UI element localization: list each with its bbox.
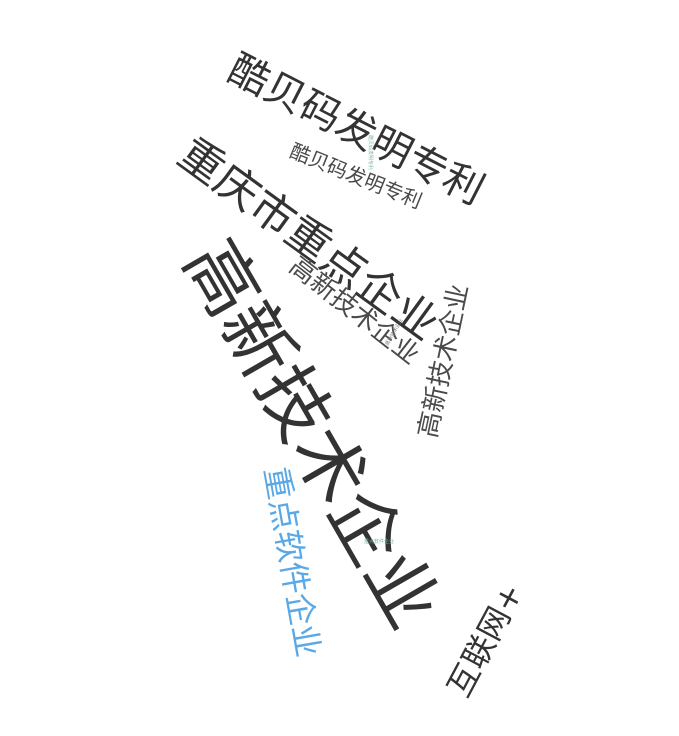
word-internet-plus: 互联网+ [439, 576, 532, 704]
word-tiny-1: 重点软件企业 [364, 539, 395, 545]
word-tiny-3: 酷贝码发明专利 [367, 134, 374, 171]
